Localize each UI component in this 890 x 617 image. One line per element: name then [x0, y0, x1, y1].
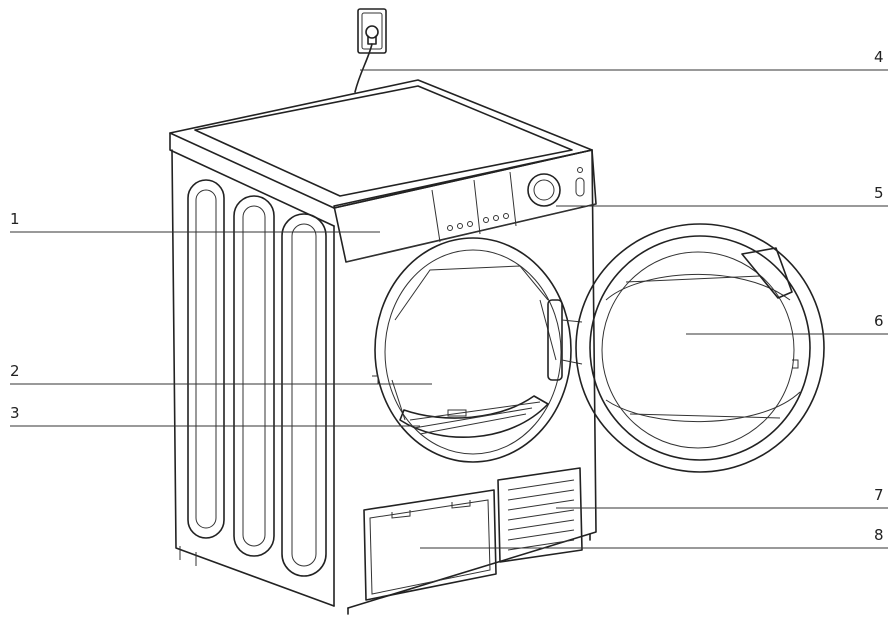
callout-7: 7	[874, 486, 884, 504]
program-knob	[527, 173, 561, 207]
callout-5: 5	[874, 184, 884, 202]
leader-lines	[10, 69, 888, 549]
front-body	[333, 149, 597, 615]
side-panel	[171, 149, 335, 607]
callout-1: 1	[10, 210, 20, 228]
callout-6: 6	[874, 312, 884, 330]
callout-3: 3	[10, 404, 20, 422]
callout-4: 4	[874, 48, 884, 66]
top-panel	[169, 79, 593, 227]
lint-filter	[399, 395, 549, 439]
drum-opening	[372, 237, 572, 463]
power-cord	[354, 43, 373, 93]
callout-2: 2	[10, 362, 20, 380]
control-panel	[333, 149, 597, 263]
open-door	[575, 223, 825, 473]
ventilation-grille	[497, 467, 583, 563]
control-buttons	[447, 213, 509, 231]
callout-8: 8	[874, 526, 884, 544]
water-tank	[363, 489, 497, 601]
